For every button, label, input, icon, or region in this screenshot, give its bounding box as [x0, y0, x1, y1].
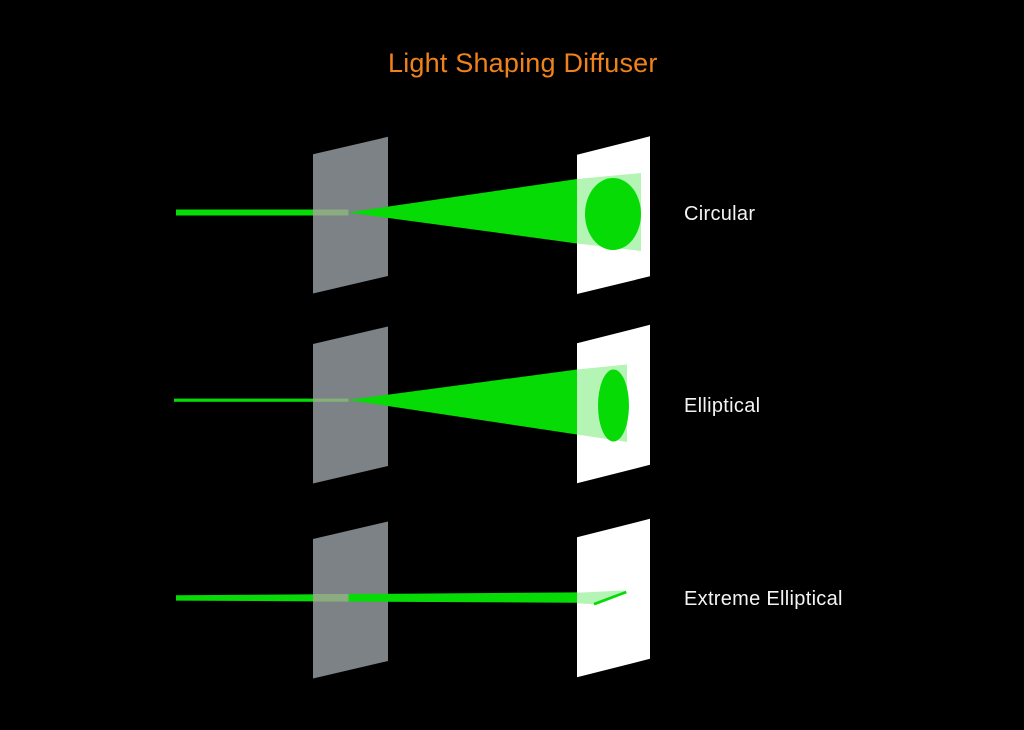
diverging-light-cone — [348, 369, 577, 435]
circular-light-spot — [585, 178, 641, 250]
page-title: Light Shaping Diffuser — [388, 48, 658, 78]
light-cone-on-screen — [577, 590, 626, 605]
row-elliptical-graphics — [174, 324, 650, 484]
diffuser-panel — [313, 326, 388, 484]
laser-beam — [176, 209, 349, 216]
row-label-circular: Circular — [684, 203, 756, 225]
diverging-light-cone — [348, 179, 577, 244]
beam-inside-diffuser — [313, 209, 349, 216]
diffuser-panel — [313, 136, 388, 294]
row-label-elliptical: Elliptical — [684, 395, 761, 417]
beam-inside-diffuser — [313, 594, 349, 602]
elliptical-light-spot — [598, 369, 629, 442]
laser-beam — [174, 398, 349, 402]
extreme-elliptical-light-spot — [593, 590, 627, 606]
laser-beam — [176, 592, 577, 603]
row-extreme-elliptical-graphics — [176, 518, 650, 679]
row-circular-graphics — [176, 136, 650, 294]
row-label-extreme-elliptical: Extreme Elliptical — [684, 588, 843, 610]
beam-inside-diffuser — [313, 398, 349, 402]
